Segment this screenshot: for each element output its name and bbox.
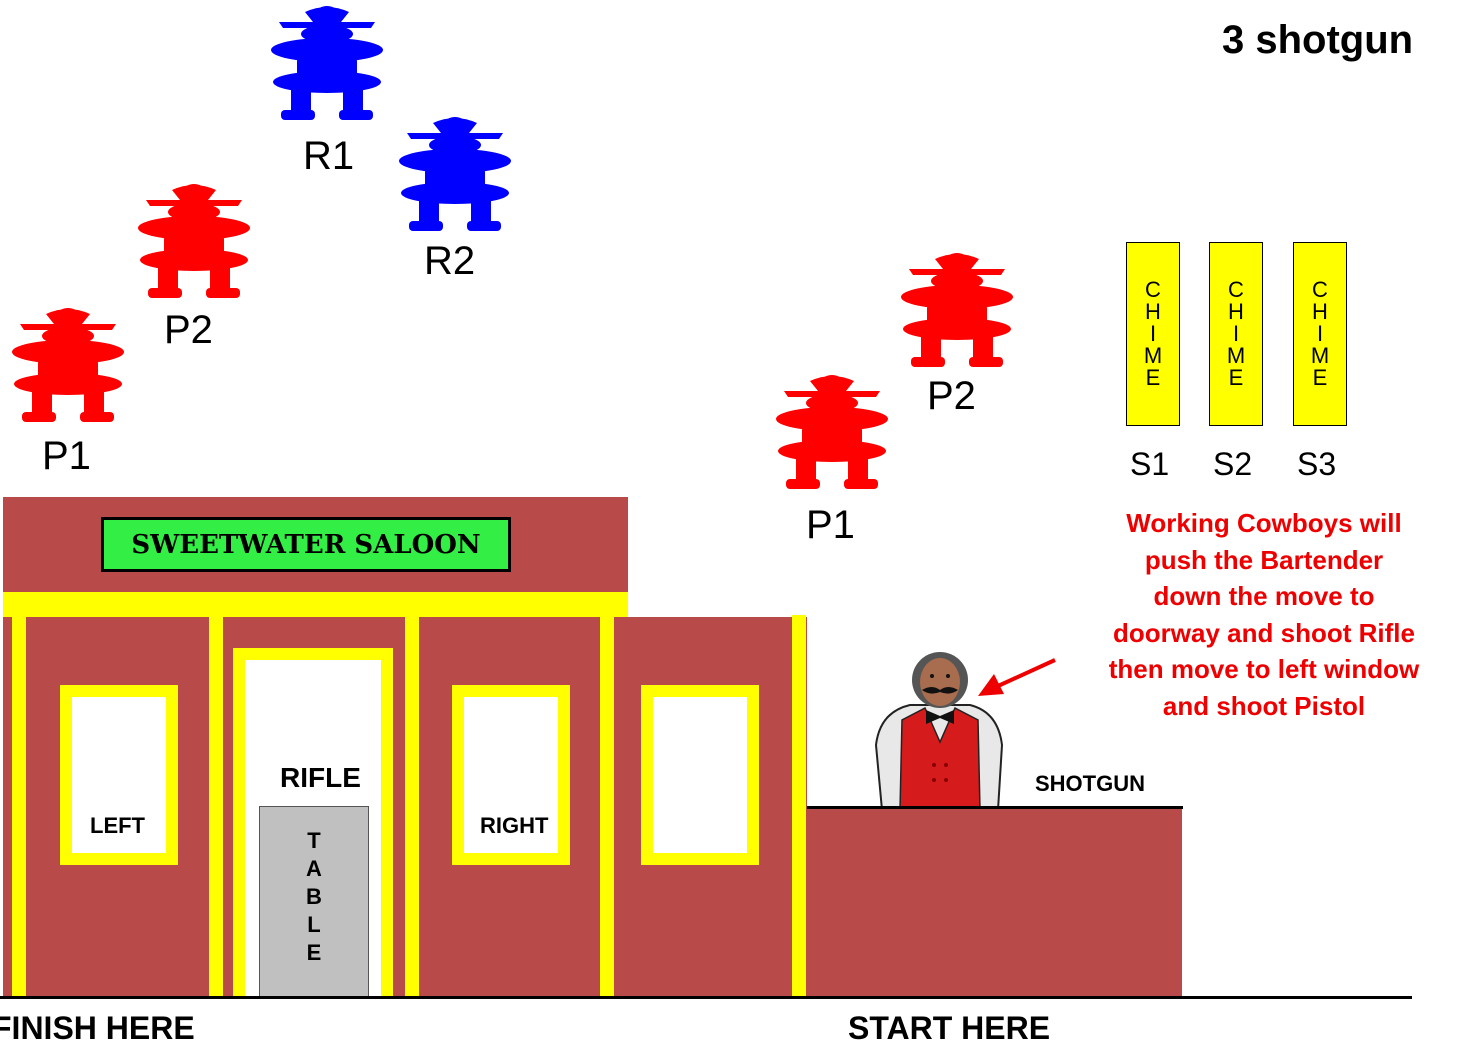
- right-pistol-target-2: [901, 253, 1013, 367]
- rifle-1-label: R1: [303, 134, 355, 178]
- ground-line: [0, 996, 1412, 999]
- left-pistol-target-2: [138, 184, 250, 298]
- left-window-label: LEFT: [90, 813, 145, 838]
- rifle-target-2: [399, 117, 511, 231]
- post-3: [405, 615, 419, 997]
- rifle-2-label: R2: [424, 239, 476, 283]
- table: T A B L E: [259, 806, 369, 997]
- trim-top-beam: [3, 592, 628, 617]
- saloon-sign: SWEETWATER SALOON: [101, 517, 511, 572]
- finish-here-label: FINISH HERE: [0, 1010, 195, 1046]
- instruction-text: Working Cowboys will push the Bartender …: [1108, 508, 1420, 721]
- chime-label-s3: S3: [1297, 446, 1337, 482]
- rifle-door-label: RIFLE: [280, 762, 361, 793]
- post-1: [12, 615, 26, 997]
- right-pistol-1-label: P1: [806, 503, 855, 547]
- rifle-target-1: [271, 6, 383, 120]
- counter-top-line: [807, 806, 1183, 809]
- right-window: [452, 685, 570, 865]
- far-right-window: [641, 685, 759, 865]
- left-pistol-1-label: P1: [42, 434, 91, 478]
- right-pistol-target-1: [776, 375, 888, 489]
- right-window-label: RIGHT: [480, 813, 549, 838]
- left-pistol-2-label: P2: [164, 308, 213, 352]
- shotgun-label: SHOTGUN: [1035, 771, 1145, 796]
- start-here-label: START HERE: [848, 1010, 1051, 1046]
- right-pistol-2-label: P2: [927, 374, 976, 418]
- left-window: [60, 685, 178, 865]
- bartender-figure: [874, 652, 1004, 810]
- shotgun-counter: [807, 808, 1182, 997]
- chime-label-s2: S2: [1213, 446, 1253, 482]
- post-2: [209, 615, 223, 997]
- post-4: [600, 615, 614, 997]
- post-5: [792, 615, 806, 997]
- stage-title: 3 shotgun: [1222, 18, 1414, 62]
- left-pistol-target-1: [12, 308, 124, 422]
- chime-label-s1: S1: [1130, 446, 1170, 482]
